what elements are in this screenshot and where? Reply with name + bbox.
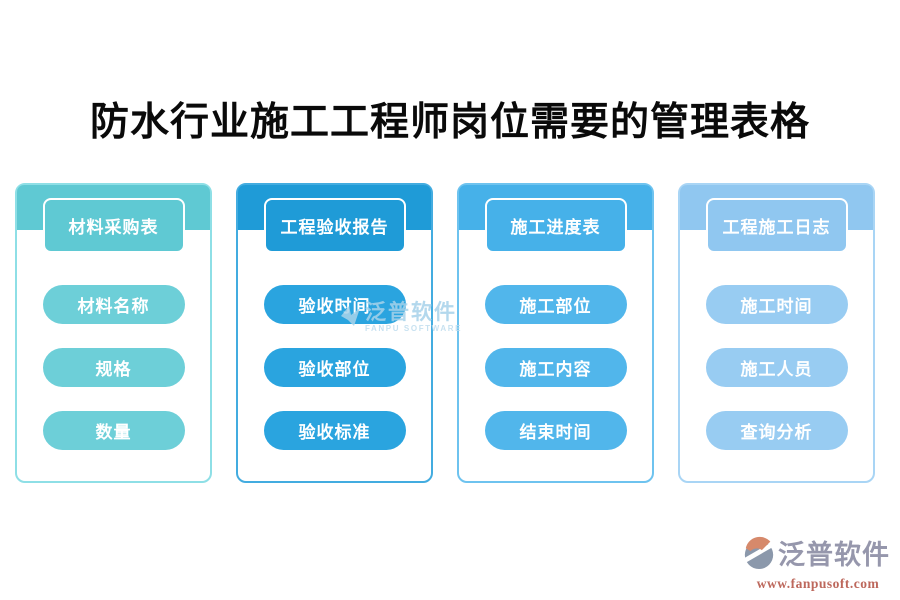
field-pill: 验收时间 <box>263 285 406 324</box>
fanpu-logo-mark-icon <box>735 535 781 576</box>
page-title: 防水行业施工工程师岗位需要的管理表格 <box>89 101 810 144</box>
card-header: 材料采购表 <box>42 198 185 253</box>
card-acceptance-report: 工程验收报告 验收时间验收部位验收标准 <box>236 183 433 483</box>
fanpu-logo-top: 泛普软件 <box>735 535 894 576</box>
card-header: 工程施工日志 <box>705 198 848 253</box>
field-pill: 查询分析 <box>705 411 848 450</box>
card-header: 工程验收报告 <box>263 198 406 253</box>
fanpu-logo-name: 泛普软件 <box>778 540 890 570</box>
cards-row: 材料采购表 材料名称规格数量 工程验收报告 验收时间验收部位验收标准 施工进度表… <box>15 183 875 483</box>
card-progress-schedule: 施工进度表 施工部位施工内容结束时间 <box>457 183 654 483</box>
field-pill: 材料名称 <box>42 285 185 324</box>
field-pill: 规格 <box>42 348 185 387</box>
card-construction-log: 工程施工日志 施工时间施工人员查询分析 <box>678 183 875 483</box>
field-pill: 施工时间 <box>705 285 848 324</box>
card-field-list: 施工时间施工人员查询分析 <box>680 285 873 450</box>
field-pill: 施工部位 <box>484 285 627 324</box>
field-pill: 施工人员 <box>705 348 848 387</box>
field-pill: 验收部位 <box>263 348 406 387</box>
field-pill: 施工内容 <box>484 348 627 387</box>
field-pill: 数量 <box>42 411 185 450</box>
card-field-list: 施工部位施工内容结束时间 <box>459 285 652 450</box>
card-header: 施工进度表 <box>484 198 627 253</box>
fanpu-logo: 泛普软件 www.fanpusoft.com <box>735 535 894 592</box>
field-pill: 结束时间 <box>484 411 627 450</box>
card-field-list: 验收时间验收部位验收标准 <box>238 285 431 450</box>
card-field-list: 材料名称规格数量 <box>17 285 210 450</box>
fanpu-logo-url: www.fanpusoft.com <box>756 576 880 591</box>
field-pill: 验收标准 <box>263 411 406 450</box>
card-material-procurement: 材料采购表 材料名称规格数量 <box>15 183 212 483</box>
